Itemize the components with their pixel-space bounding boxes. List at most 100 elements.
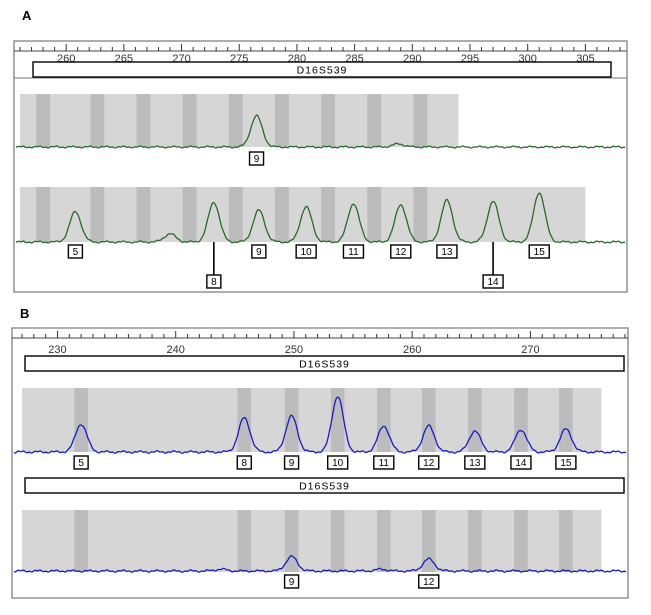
allele-label: 10 (332, 458, 344, 469)
bin-band (22, 510, 602, 572)
allele-label: 14 (515, 458, 527, 469)
allele-bin (228, 187, 243, 242)
trace-2: 5 8 9 10 11 12 13 14 15 (15, 187, 626, 289)
allele-bin (514, 388, 528, 452)
allele-label-box (283, 455, 300, 470)
allele-label: 5 (78, 458, 84, 469)
allele-label-box (418, 574, 440, 589)
allele-bin (421, 388, 436, 452)
allele-bin (237, 510, 252, 572)
allele-bin (36, 187, 50, 242)
allele-label: 5 (73, 247, 79, 258)
allele-label: 13 (441, 247, 453, 258)
allele-label: 9 (289, 577, 295, 588)
bin-band (22, 388, 602, 452)
allele-bin (468, 388, 482, 452)
marker-bar (24, 477, 625, 494)
allele-label-box (236, 455, 252, 470)
allele-bin (136, 94, 151, 147)
allele-bin (367, 187, 382, 242)
allele-bin (321, 94, 335, 147)
allele-label: 9 (256, 247, 262, 258)
x-axis: 230 240 250 260 270 (12, 331, 628, 356)
trace-2: 9 12 (13, 510, 627, 589)
allele-bin (421, 510, 436, 572)
allele-label-box (342, 244, 365, 259)
allele-label: 11 (348, 247, 359, 258)
allele-label: 11 (379, 458, 390, 469)
allele-label-box (373, 455, 395, 470)
allele-label: 15 (534, 247, 546, 258)
allele-bin (237, 388, 252, 452)
allele-bin (284, 388, 299, 452)
x-tick-label: 230 (48, 344, 66, 356)
x-tick-label: 270 (521, 344, 539, 356)
allele-bin (413, 94, 428, 147)
allele-bin (275, 94, 289, 147)
allele-bin (275, 187, 289, 242)
allele-label-box (464, 455, 486, 470)
x-tick-label: 260 (403, 344, 421, 356)
x-tick-label: 240 (167, 344, 185, 356)
allele-bin (90, 187, 105, 242)
allele-label-box (251, 244, 267, 259)
allele-label-box (283, 574, 300, 589)
allele-bin (90, 94, 105, 147)
signal-line (15, 192, 626, 244)
panel-label: B (20, 306, 29, 321)
allele-bin (559, 510, 573, 572)
allele-bin (182, 187, 197, 242)
allele-label: 12 (423, 577, 435, 588)
signal-line (13, 396, 627, 454)
allele-label-box (67, 244, 84, 259)
allele-bin (377, 510, 391, 572)
allele-bin (74, 510, 88, 572)
allele-label-box (418, 455, 440, 470)
allele-bin (377, 388, 391, 452)
marker-name: D16S539 (299, 359, 350, 371)
allele-bin (330, 510, 345, 572)
allele-label: 15 (560, 458, 572, 469)
allele-label-box (555, 455, 577, 470)
allele-bin (367, 94, 382, 147)
allele-bin (74, 388, 88, 452)
allele-label-box (436, 244, 458, 259)
allele-label-box (482, 274, 504, 289)
marker-bar (32, 61, 612, 78)
x-tick-label: 250 (285, 344, 303, 356)
allele-bin (514, 510, 528, 572)
allele-label-box (510, 455, 532, 470)
allele-bin (559, 388, 573, 452)
allele-bin (182, 94, 197, 147)
allele-label: 8 (242, 458, 248, 469)
allele-label: 10 (301, 247, 313, 258)
allele-bin (228, 94, 243, 147)
allele-bin (284, 510, 299, 572)
signal-line (15, 114, 626, 149)
allele-bin (413, 187, 428, 242)
allele-bin (36, 94, 50, 147)
allele-label: 9 (289, 458, 295, 469)
marker-name: D16S539 (297, 65, 348, 77)
allele-label-box (295, 244, 317, 259)
signal-line (13, 554, 627, 573)
allele-bin (468, 510, 482, 572)
trace-1: 9 (15, 94, 626, 166)
allele-label: 14 (488, 277, 500, 288)
allele-label-box (248, 151, 265, 166)
allele-bin (136, 187, 151, 242)
allele-label: 13 (469, 458, 481, 469)
allele-label-box (73, 455, 89, 470)
panel-label: A (22, 8, 32, 23)
allele-label: 9 (254, 154, 260, 165)
allele-label: 12 (395, 247, 407, 258)
allele-label-box (206, 274, 222, 289)
allele-bin (321, 187, 335, 242)
allele-label-box (326, 455, 349, 470)
panel-frame (13, 40, 628, 293)
allele-label: 8 (211, 277, 217, 288)
